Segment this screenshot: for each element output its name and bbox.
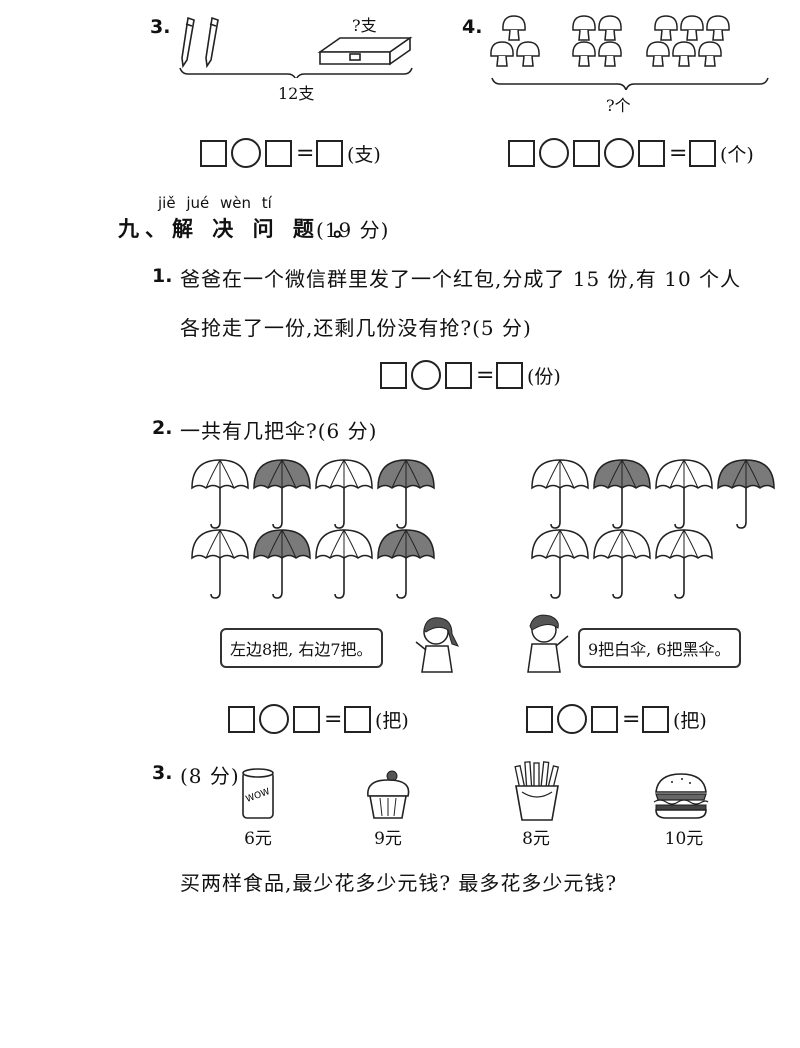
white-umbrella-icon <box>655 459 713 529</box>
unit-label: (个) <box>720 143 754 166</box>
umbrellas-figure <box>191 459 775 599</box>
q4-unknown-label: ?个 <box>606 96 631 115</box>
mushroom-icon <box>672 41 696 67</box>
pencil-icon <box>205 16 219 69</box>
answer-box[interactable] <box>496 361 523 389</box>
mushroom-icon <box>654 15 678 41</box>
white-umbrella-icon <box>531 529 589 599</box>
girl-icon <box>415 617 459 673</box>
mushroom-icon <box>516 41 540 67</box>
white-umbrella-icon <box>315 529 373 599</box>
answer-box[interactable] <box>526 705 553 733</box>
operator-circle[interactable] <box>411 360 441 390</box>
answer-box[interactable] <box>638 139 665 167</box>
cupcake-icon <box>367 770 410 819</box>
black-umbrella-icon <box>717 459 775 529</box>
operator-circle[interactable] <box>259 704 289 734</box>
white-umbrella-icon <box>531 459 589 529</box>
section-score: (19 分) <box>316 218 390 242</box>
unit-label: (把) <box>375 709 409 732</box>
unit-label: (份) <box>527 365 561 388</box>
p1-number: 1. <box>152 265 173 287</box>
mushroom-icon <box>598 41 622 67</box>
answer-box[interactable] <box>200 139 227 167</box>
pencils-and-box-figure <box>179 16 413 78</box>
answer-box[interactable] <box>689 139 716 167</box>
unit-label: (支) <box>347 143 381 166</box>
operator-circle[interactable] <box>231 138 261 168</box>
q4-equation: = (个) <box>508 138 754 168</box>
black-umbrella-icon <box>377 529 435 599</box>
answer-box[interactable] <box>344 705 371 733</box>
mushroom-icon <box>572 15 596 41</box>
mushroom-icon <box>490 41 514 67</box>
answer-box[interactable] <box>265 139 292 167</box>
answer-box[interactable] <box>380 361 407 389</box>
white-umbrella-icon <box>655 529 713 599</box>
mushroom-icon <box>502 15 526 41</box>
p2-question: 一共有几把伞?(6 分) <box>180 419 378 443</box>
p2-number: 2. <box>152 417 173 439</box>
unit-label: (把) <box>673 709 707 732</box>
white-umbrella-icon <box>315 459 373 529</box>
p2-equation-right: = (把) <box>526 704 707 734</box>
speech-bubble-right: 9把白伞, 6把黑伞。 <box>578 628 741 668</box>
mushroom-icon <box>598 15 622 41</box>
mushroom-icon <box>680 15 704 41</box>
operator-circle[interactable] <box>604 138 634 168</box>
price-cupcake: 9元 <box>374 829 402 849</box>
section-pinyin: jiě jué wèn tí <box>158 194 272 212</box>
p1-equation: = (份) <box>380 360 561 390</box>
p3-question: 买两样食品,最少花多少元钱? 最多花多少元钱? <box>180 871 618 895</box>
white-umbrella-icon <box>191 529 249 599</box>
boy-icon <box>527 614 569 673</box>
q3-unknown-label: ?支 <box>352 16 377 35</box>
mushroom-icon <box>698 41 722 67</box>
operator-circle[interactable] <box>557 704 587 734</box>
q4-number: 4. <box>462 16 483 38</box>
answer-box[interactable] <box>316 139 343 167</box>
price-fries: 8元 <box>522 829 550 849</box>
p3-number: 3. <box>152 762 173 784</box>
operator-circle[interactable] <box>539 138 569 168</box>
speech-bubble-left: 左边8把, 右边7把。 <box>220 628 383 668</box>
answer-box[interactable] <box>293 705 320 733</box>
black-umbrella-icon <box>593 459 651 529</box>
black-umbrella-icon <box>253 459 311 529</box>
pencil-box-icon <box>317 36 413 66</box>
answer-box[interactable] <box>508 139 535 167</box>
black-umbrella-icon <box>377 459 435 529</box>
white-umbrella-icon <box>593 529 651 599</box>
price-hamburger: 10元 <box>664 829 704 849</box>
mushroom-icon <box>572 41 596 67</box>
q3-number: 3. <box>150 16 171 38</box>
answer-box[interactable] <box>228 705 255 733</box>
answer-box[interactable] <box>591 705 618 733</box>
mushrooms-figure <box>490 15 769 90</box>
p2-equation-left: = (把) <box>228 704 409 734</box>
answer-box[interactable] <box>445 361 472 389</box>
can-drink-icon: WOW <box>242 768 274 819</box>
mushroom-icon <box>706 15 730 41</box>
p3-score: (8 分) <box>180 764 240 788</box>
answer-box[interactable] <box>642 705 669 733</box>
pencil-icon <box>181 16 195 69</box>
q3-equation: = (支) <box>200 138 381 168</box>
price-can: 6元 <box>244 829 272 849</box>
p1-text-line1: 爸爸在一个微信群里发了一个红包,分成了 15 份,有 10 个人 <box>180 267 742 291</box>
black-umbrella-icon <box>253 529 311 599</box>
section-title: 九、解 决 问 题 。 <box>118 217 361 241</box>
p1-text-line2: 各抢走了一份,还剩几份没有抢?(5 分) <box>180 316 532 340</box>
q3-total-label: 12支 <box>278 84 315 103</box>
white-umbrella-icon <box>191 459 249 529</box>
mushroom-icon <box>646 41 670 67</box>
hamburger-icon <box>653 773 709 819</box>
french-fries-icon <box>514 761 560 821</box>
answer-box[interactable] <box>573 139 600 167</box>
